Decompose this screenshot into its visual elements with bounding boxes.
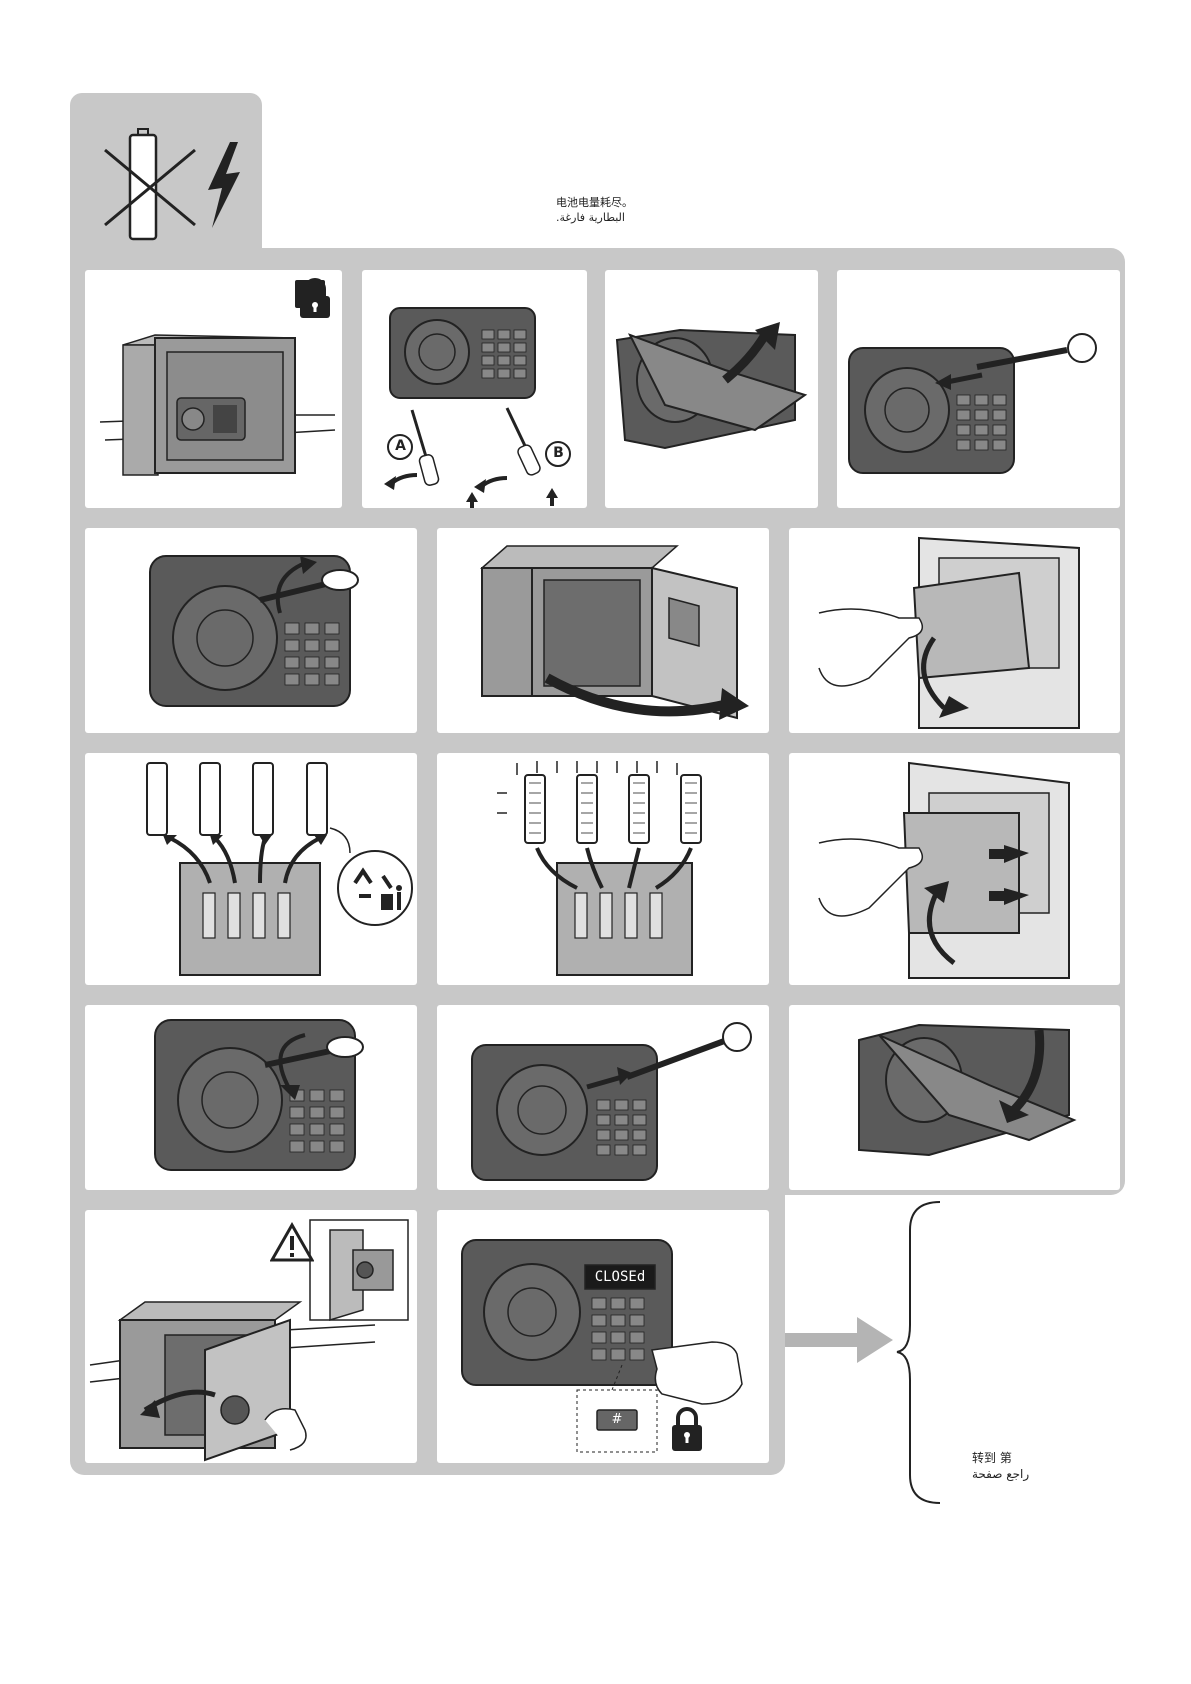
step-remove-screws: A B — [362, 270, 587, 508]
empty-battery-caption: 电池电量耗尽。 البطارية فارغة. — [556, 195, 633, 225]
step-close-cover — [789, 1005, 1120, 1190]
step-insert-key — [837, 270, 1120, 508]
page-reference-arabic: راجع صفحة — [972, 1466, 1029, 1482]
step-open-door — [437, 528, 769, 733]
recycle-icon — [335, 848, 415, 928]
caption-arabic: البطارية فارغة. — [556, 210, 633, 225]
step-refit-battery-cover — [789, 753, 1120, 985]
step-turn-key-back — [85, 1005, 417, 1190]
step-turn-key — [85, 528, 417, 733]
flow-arrow — [785, 1315, 905, 1365]
caption-chinese: 电池电量耗尽。 — [556, 195, 633, 210]
lightning-icon — [200, 140, 245, 230]
step-enter-code-closed: CLOSEd # — [437, 1210, 769, 1463]
screw-b-label: B — [551, 445, 566, 461]
page-reference-chinese: 转到 第 — [972, 1450, 1029, 1466]
display-closed-text: CLOSEd — [587, 1268, 653, 1286]
padlock-icon — [297, 278, 333, 320]
step-close-door — [85, 1210, 417, 1463]
hash-key: # — [597, 1410, 637, 1430]
step-remove-key — [437, 1005, 769, 1190]
warning-icon — [270, 1222, 314, 1262]
screw-a-label: A — [393, 438, 408, 454]
reference-brace — [895, 1200, 945, 1505]
step-insert-new-batteries — [437, 753, 769, 985]
empty-battery-icon — [100, 125, 200, 245]
step-remove-battery-cover — [789, 528, 1120, 733]
step-locked-safe — [85, 270, 342, 508]
page-reference: 转到 第 راجع صفحة — [972, 1450, 1029, 1482]
step-remove-batteries — [85, 753, 417, 985]
step-lift-cover — [605, 270, 818, 508]
